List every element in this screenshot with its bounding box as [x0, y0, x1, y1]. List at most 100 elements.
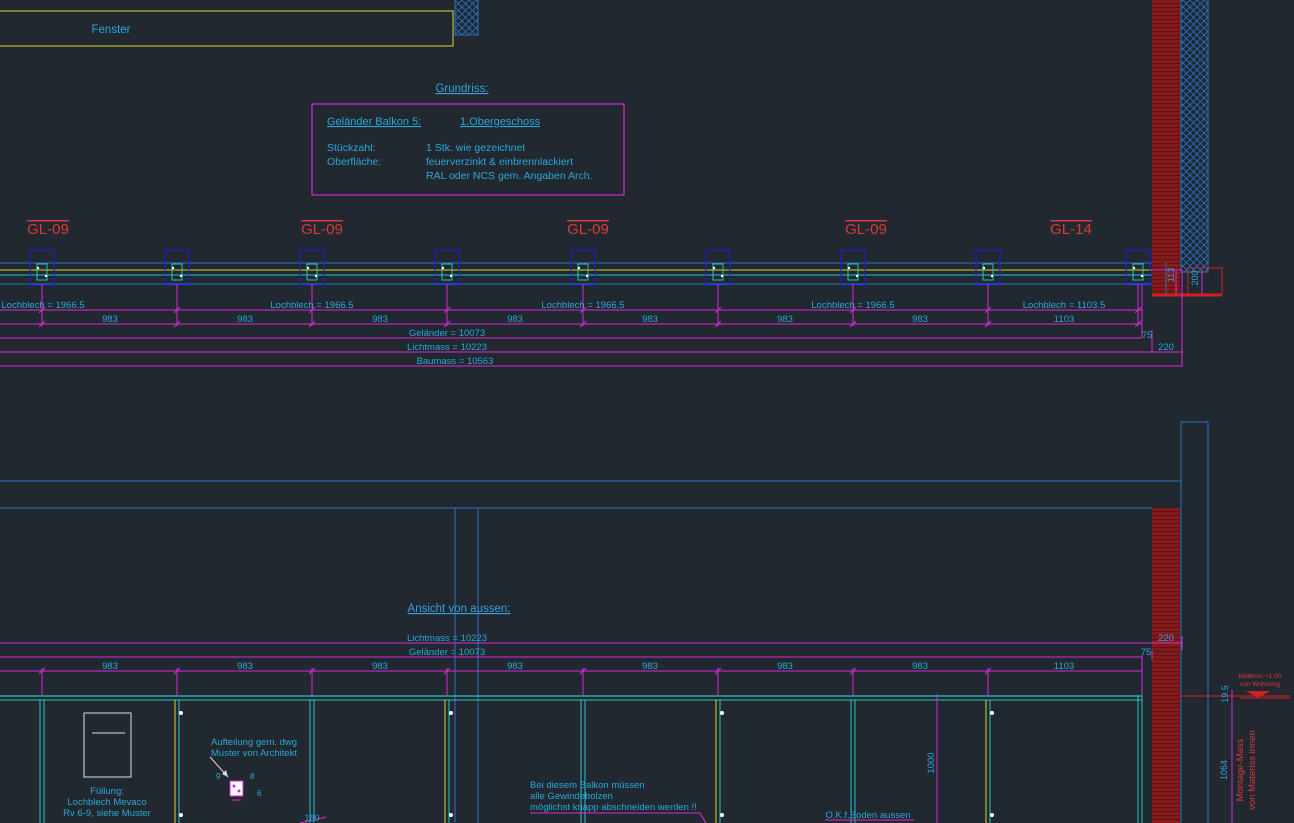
- brick-wall: [1152, 0, 1180, 294]
- perforation-detail: [229, 780, 244, 797]
- lochblech-label: Lochblech = 1966.5: [811, 300, 894, 311]
- dim-180: 180: [304, 813, 319, 823]
- insulation-hatch: [1180, 0, 1209, 273]
- info-qty-value: 1 Stk. wie gezeichnet: [426, 142, 525, 154]
- division-note: Aufteilung gem. dwg: [211, 737, 297, 748]
- info-surface-value-2: RAL oder NCS gem. Angaben Arch.: [426, 170, 593, 182]
- info-box: Geländer Balkon 5: 1.Obergeschoss Stückz…: [311, 103, 625, 196]
- post-elevation: [38, 667, 46, 823]
- floor-note: O.K.f.Boden aussen: [825, 810, 910, 821]
- posts-plan: [29, 249, 1151, 328]
- spacing-label: 983: [642, 661, 658, 672]
- post-plan: [975, 249, 1001, 328]
- post-tag: GL-09: [27, 221, 69, 238]
- post-tag: GL-09: [845, 221, 887, 238]
- fill-note: Lochblech Mevaco: [67, 797, 146, 808]
- dim-220: 220: [1158, 342, 1174, 353]
- spacing-label: 983: [642, 314, 658, 325]
- wall-plan: [1152, 0, 1223, 297]
- post-plan: [434, 249, 460, 328]
- lochblech-label: Lochblech = 1966.5: [1, 300, 84, 311]
- wall-column: [1180, 421, 1209, 823]
- dimensions-elevation: Lichtmass = 10223 Geländer = 10073 220 7…: [0, 633, 1183, 700]
- post-elevation: [173, 667, 183, 823]
- lochblech-label: Lochblech = 1103.5: [1023, 300, 1106, 311]
- lichtmass-dim: Lichtmass = 10223: [407, 633, 487, 644]
- window-label: Fenster: [92, 24, 131, 36]
- gelaender-dim: Geländer = 10073: [409, 647, 485, 658]
- dim-small: 8: [250, 772, 255, 781]
- post-plan: [570, 249, 596, 328]
- spacing-label: 1103: [1054, 314, 1074, 325]
- post-plan: [705, 249, 731, 328]
- spacing-label: 983: [777, 314, 793, 325]
- dimensions-plan: Lochblech = 1966.5 Lochblech = 1966.5 Lo…: [0, 268, 1203, 367]
- info-heading-right: 1.Obergeschoss: [460, 116, 541, 128]
- gelaender-dim: Geländer = 10073: [409, 328, 485, 339]
- dim-small: 9: [216, 772, 221, 781]
- post-plan: [1125, 249, 1151, 328]
- railing-plan: [0, 262, 1152, 285]
- level-marker-icon: [1246, 691, 1270, 698]
- level-note: Materiss +1.00: [1239, 673, 1282, 680]
- spacing-label: 983: [372, 314, 388, 325]
- dim-small: 6: [257, 789, 262, 798]
- info-surface-value-1: feuerverzinkt & einbrennlackiert: [426, 156, 573, 168]
- middle-structure: [0, 421, 1209, 823]
- fill-note: Rv 6-9, siehe Muster: [63, 808, 151, 819]
- lochblech-label: Lochblech = 1966.5: [541, 300, 624, 311]
- bolt-note: alle Gewindebolzen: [530, 791, 613, 802]
- elevation-notes: Füllung: Lochblech Mevaco Rv 6-9, siehe …: [63, 673, 1290, 823]
- spacing-label: 983: [912, 661, 928, 672]
- baumass-dim: Baumass = 10563: [417, 356, 494, 367]
- dim-19-5: 19.5: [1220, 685, 1230, 703]
- spacing-label: 983: [102, 314, 118, 325]
- window-frame-hatch: [454, 0, 479, 36]
- dim-1000: 1000: [926, 752, 937, 773]
- info-heading-left: Geländer Balkon 5:: [327, 116, 421, 128]
- spacing-label: 1103: [1054, 661, 1074, 672]
- lochblech-label: Lochblech = 1966.5: [270, 300, 353, 311]
- brick-wall-elevation: [1152, 508, 1180, 823]
- post-tag: GL-09: [301, 221, 343, 238]
- montage-note: Montage-Mass: [1235, 738, 1246, 801]
- info-qty-label: Stückzahl:: [327, 142, 375, 154]
- fill-note: Füllung:: [90, 786, 124, 797]
- dim-1064: 1064: [1219, 760, 1229, 780]
- spacing-label: 983: [237, 661, 253, 672]
- spacing-label: 983: [372, 661, 388, 672]
- post-plan: [299, 249, 325, 328]
- elevation-title: Ansicht von aussen:: [408, 603, 511, 615]
- dim-75: 75: [1142, 330, 1153, 341]
- post-elevation: [308, 667, 316, 823]
- post-elevation: [849, 667, 857, 823]
- post-plan: [29, 249, 55, 328]
- post-elevation: [443, 667, 453, 823]
- post-elevation: [579, 667, 587, 823]
- montage-note: von Materiss innen: [1247, 730, 1258, 810]
- spacing-label: 983: [102, 661, 118, 672]
- dim-220: 220: [1158, 633, 1174, 644]
- post-plan: [164, 249, 190, 328]
- dim-75: 75: [1141, 647, 1152, 658]
- post-tags: GL-09 GL-09 GL-09 GL-09 GL-14: [27, 221, 1092, 238]
- window-block: Fenster: [0, 0, 479, 47]
- post-plan: [840, 249, 866, 328]
- post-tag: GL-09: [567, 221, 609, 238]
- spacing-label: 983: [507, 661, 523, 672]
- fill-sample-box: [83, 712, 132, 778]
- dim-113: 113: [1166, 268, 1176, 282]
- bolt-note: möglichst knapp abschneiden werden !!: [530, 802, 697, 813]
- division-note: Muster von Architekt: [211, 748, 297, 759]
- spacing-label: 983: [237, 314, 253, 325]
- spacing-label: 983: [912, 314, 928, 325]
- dim-200: 200: [1190, 270, 1200, 285]
- railing-elevation: [0, 667, 1290, 823]
- level-note: von Wohnung: [1240, 681, 1280, 688]
- bolt-note: Bei diesem Balkon müssen: [530, 780, 645, 791]
- lichtmass-dim: Lichtmass = 10223: [407, 342, 487, 353]
- post-tag: GL-14: [1050, 221, 1092, 238]
- spacing-label: 983: [777, 661, 793, 672]
- post-elevation: [984, 667, 994, 823]
